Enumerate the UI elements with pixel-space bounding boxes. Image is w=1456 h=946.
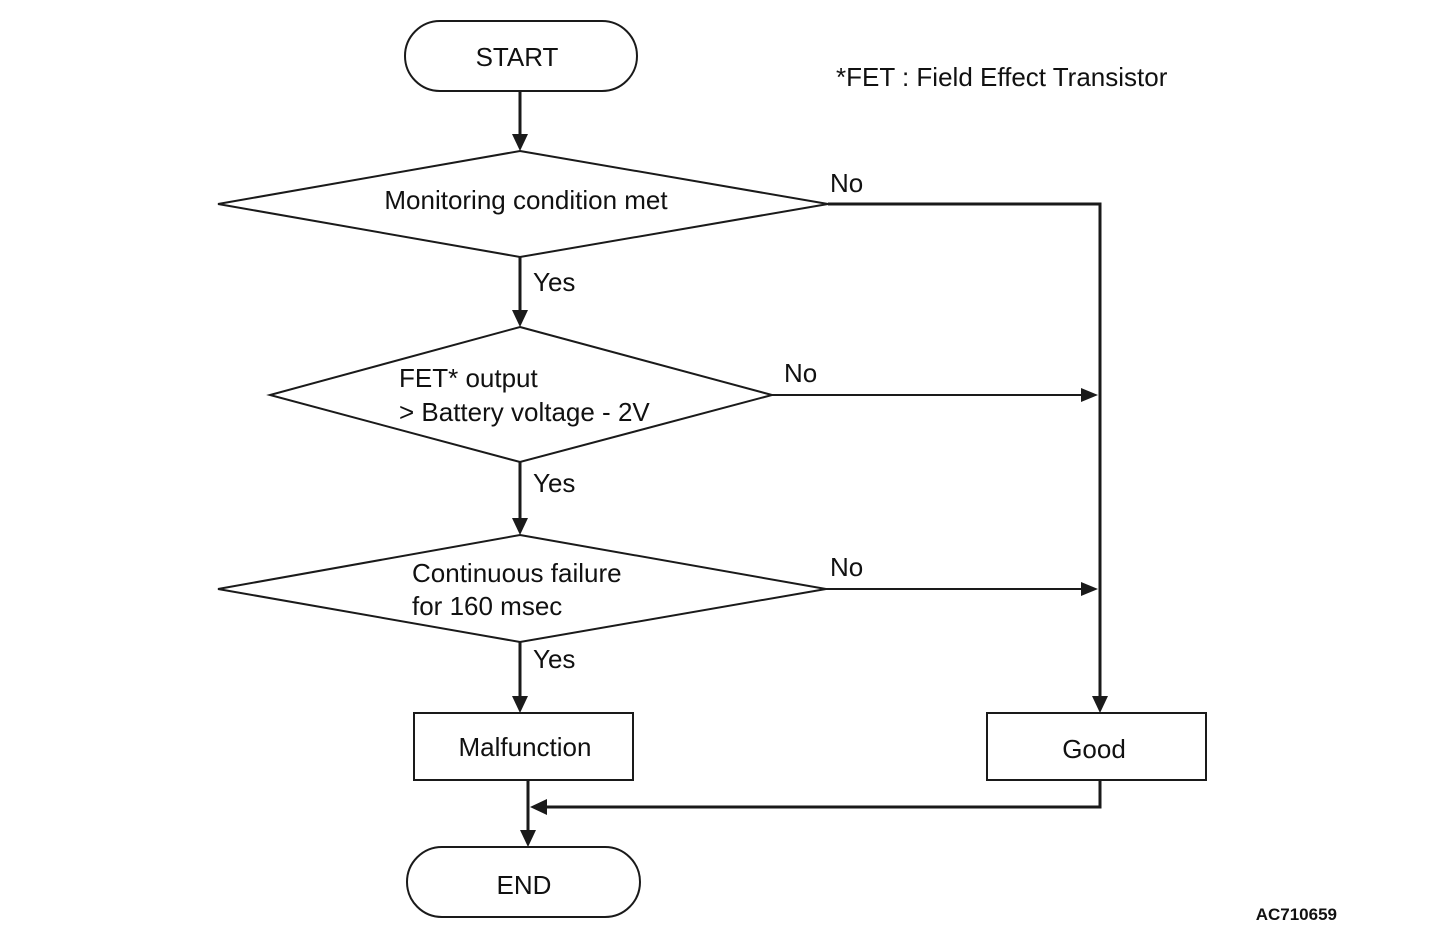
- good-node: Good: [986, 712, 1207, 781]
- edge-label-yes-2: Yes: [533, 468, 575, 498]
- edge-label-yes-3: Yes: [533, 644, 575, 674]
- decision-fet-label-line2: > Battery voltage - 2V: [399, 397, 650, 427]
- end-label: END: [497, 870, 552, 900]
- connector-monitoring-no: No: [828, 168, 1108, 713]
- connector-continuous-yes: Yes: [512, 642, 575, 713]
- connector-good-to-end: [530, 780, 1102, 815]
- start-label: START: [476, 42, 559, 72]
- connector-monitoring-yes: Yes: [512, 257, 575, 327]
- malfunction-label: Malfunction: [459, 732, 592, 762]
- edge-label-no-1: No: [830, 168, 863, 198]
- malfunction-node: Malfunction: [413, 712, 634, 781]
- decision-continuous-failure: Continuous failure for 160 msec: [217, 533, 827, 644]
- decision-monitoring-condition: Monitoring condition met: [217, 149, 829, 259]
- edge-label-no-2: No: [784, 358, 817, 388]
- connector-continuous-no: No: [826, 552, 1098, 596]
- edge-label-no-3: No: [830, 552, 863, 582]
- decision-fet-output: FET* output > Battery voltage - 2V: [266, 325, 776, 464]
- edge-label-yes-1: Yes: [533, 267, 575, 297]
- decision-fet-label-line1: FET* output: [399, 363, 539, 393]
- connector-fet-no: No: [772, 358, 1098, 402]
- start-node: START: [404, 20, 638, 92]
- decision-continuous-label-line2: for 160 msec: [412, 591, 562, 621]
- decision-continuous-label-line1: Continuous failure: [412, 558, 622, 588]
- connector-malfunction-to-end: [520, 780, 536, 847]
- end-node: END: [406, 846, 641, 918]
- decision-monitoring-label: Monitoring condition met: [384, 185, 668, 215]
- fet-footnote: *FET : Field Effect Transistor: [836, 62, 1168, 92]
- connector-start-to-monitoring: [512, 91, 528, 151]
- figure-id: AC710659: [1256, 905, 1337, 924]
- good-label: Good: [1062, 734, 1126, 764]
- connector-fet-yes: Yes: [512, 462, 575, 535]
